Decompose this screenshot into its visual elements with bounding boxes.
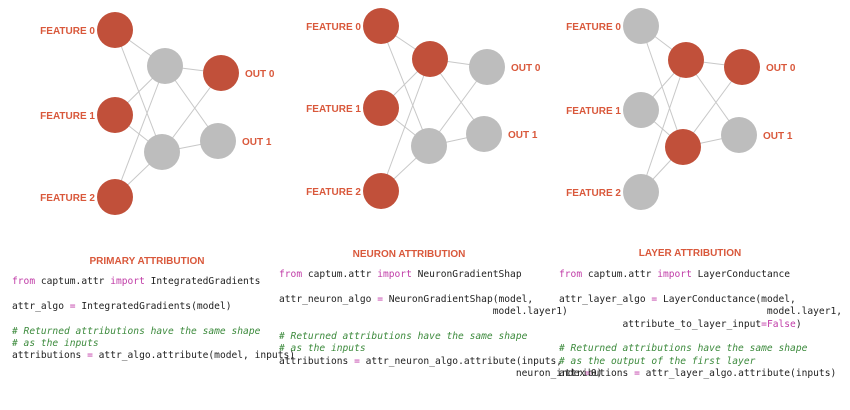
code-keyword: from bbox=[559, 269, 583, 280]
output-node-1 bbox=[200, 123, 236, 159]
code-keyword: = bbox=[87, 350, 93, 362]
code-token: ) bbox=[795, 318, 802, 330]
input-label-2: FEATURE 2 bbox=[566, 188, 621, 199]
panel-primary-attribution: FEATURE 0 FEATURE 1 FEATURE 2 OUT 0 OUT 1 PRI… bbox=[40, 12, 275, 267]
code-snippet-layer-attribution: from captum.attr import LayerConductance… bbox=[559, 269, 842, 381]
hidden-node-0 bbox=[668, 42, 704, 78]
code-token: IntegratedGradients bbox=[144, 276, 261, 287]
code-keyword: from bbox=[12, 276, 36, 287]
hidden-node-1 bbox=[144, 134, 180, 170]
output-label-0: OUT 0 bbox=[245, 69, 275, 80]
input-node-1 bbox=[97, 97, 133, 133]
code-keyword: = bbox=[69, 300, 76, 312]
code-keyword: = bbox=[761, 318, 767, 330]
code-token: NeuronGradientShap bbox=[411, 269, 522, 280]
code-comment: # as the output of the first layer bbox=[559, 355, 756, 367]
code-keyword: import bbox=[377, 269, 412, 280]
code-token: attributions bbox=[12, 350, 88, 362]
code-snippet-neuron-attribution: from captum.attr import NeuronGradientSh… bbox=[279, 269, 602, 381]
edge-input-2-hidden-0 bbox=[380, 58, 431, 192]
code-token: LayerConductance bbox=[691, 269, 791, 280]
code-keyword: import bbox=[110, 276, 145, 287]
code-token: attr_layer_algo.attribute(inputs) bbox=[639, 368, 837, 380]
code-comment: # Returned attributions have the same sh… bbox=[279, 331, 528, 343]
code-keyword: import bbox=[657, 269, 692, 280]
code-token: attributions bbox=[559, 368, 635, 380]
code-token: captum.attr bbox=[35, 276, 111, 287]
output-node-1 bbox=[466, 116, 502, 152]
hidden-node-1 bbox=[411, 128, 447, 164]
panel-title: NEURON ATTRIBUTION bbox=[353, 249, 466, 260]
output-node-1 bbox=[721, 117, 757, 153]
hidden-node-0 bbox=[412, 41, 448, 77]
output-node-0 bbox=[203, 55, 239, 91]
edge-input-2-hidden-0 bbox=[640, 59, 687, 193]
code-token: attribute_to_layer_input bbox=[559, 318, 762, 330]
input-node-0 bbox=[363, 8, 399, 44]
input-label-1: FEATURE 1 bbox=[566, 106, 621, 117]
output-label-1: OUT 1 bbox=[508, 130, 538, 141]
panel-title: LAYER ATTRIBUTION bbox=[639, 248, 741, 259]
code-keyword: = bbox=[585, 368, 591, 380]
output-node-0 bbox=[724, 49, 760, 85]
code-token: neuron_index bbox=[279, 368, 586, 380]
code-keyword: False bbox=[766, 318, 796, 330]
code-token: captum.attr bbox=[582, 269, 658, 280]
code-token: attributions bbox=[279, 355, 355, 367]
code-keyword: from bbox=[279, 269, 303, 280]
output-label-0: OUT 0 bbox=[511, 63, 541, 74]
code-token: model.layer1) bbox=[279, 306, 568, 318]
input-node-0 bbox=[97, 12, 133, 48]
code-comment: # as the inputs bbox=[12, 338, 99, 350]
output-label-1: OUT 1 bbox=[763, 131, 793, 142]
input-node-2 bbox=[97, 179, 133, 215]
code-token: attr_algo bbox=[12, 300, 70, 312]
output-node-0 bbox=[469, 49, 505, 85]
code-token: attr_layer_algo bbox=[559, 293, 652, 305]
edge-input-0-hidden-1 bbox=[380, 25, 430, 147]
panel-layer-attribution: FEATURE 0 FEATURE 1 FEATURE 2 OUT 0 OUT 1 LAY… bbox=[566, 8, 796, 259]
code-comment: # Returned attributions have the same sh… bbox=[12, 325, 261, 337]
code-keyword: = bbox=[377, 293, 383, 305]
input-label-0: FEATURE 0 bbox=[306, 22, 361, 33]
input-label-1: FEATURE 1 bbox=[40, 111, 95, 122]
input-label-1: FEATURE 1 bbox=[306, 104, 361, 115]
code-token: attr_neuron_algo bbox=[279, 293, 378, 305]
edge-input-0-hidden-1 bbox=[114, 29, 163, 153]
output-label-1: OUT 1 bbox=[242, 137, 272, 148]
input-node-2 bbox=[363, 173, 399, 209]
edge-input-2-hidden-0 bbox=[114, 65, 166, 198]
hidden-node-1 bbox=[665, 129, 701, 165]
hidden-node-0 bbox=[147, 48, 183, 84]
code-token: captum.attr bbox=[302, 269, 378, 280]
input-node-0 bbox=[623, 8, 659, 44]
code-token: 0) bbox=[590, 368, 603, 380]
input-label-0: FEATURE 0 bbox=[40, 26, 95, 37]
input-label-2: FEATURE 2 bbox=[40, 193, 95, 204]
code-comment: # as the inputs bbox=[279, 343, 366, 355]
code-keyword: = bbox=[354, 355, 360, 367]
code-token: IntegratedGradients(model) bbox=[75, 300, 232, 312]
output-label-0: OUT 0 bbox=[766, 63, 796, 74]
code-token: attr_algo.attribute(model, inputs) bbox=[92, 350, 296, 362]
code-snippet-primary-attribution: from captum.attr import IntegratedGradie… bbox=[12, 276, 295, 363]
input-node-1 bbox=[363, 90, 399, 126]
code-token: NeuronGradientShap(model, bbox=[382, 293, 534, 305]
input-label-2: FEATURE 2 bbox=[306, 187, 361, 198]
code-keyword: = bbox=[634, 368, 640, 380]
code-keyword: = bbox=[651, 293, 658, 305]
input-node-2 bbox=[623, 174, 659, 210]
panel-title: PRIMARY ATTRIBUTION bbox=[90, 256, 205, 267]
code-comment: # Returned attributions have the same sh… bbox=[559, 343, 808, 355]
input-label-0: FEATURE 0 bbox=[566, 22, 621, 33]
input-node-1 bbox=[623, 92, 659, 128]
panel-neuron-attribution: FEATURE 0 FEATURE 1 FEATURE 2 OUT 0 OUT 1 NEU… bbox=[306, 8, 541, 260]
code-token: model.layer1, bbox=[559, 306, 843, 318]
code-token: LayerConductance(model, bbox=[657, 293, 796, 305]
code-token: attr_neuron_algo.attribute(inputs, bbox=[359, 355, 563, 367]
